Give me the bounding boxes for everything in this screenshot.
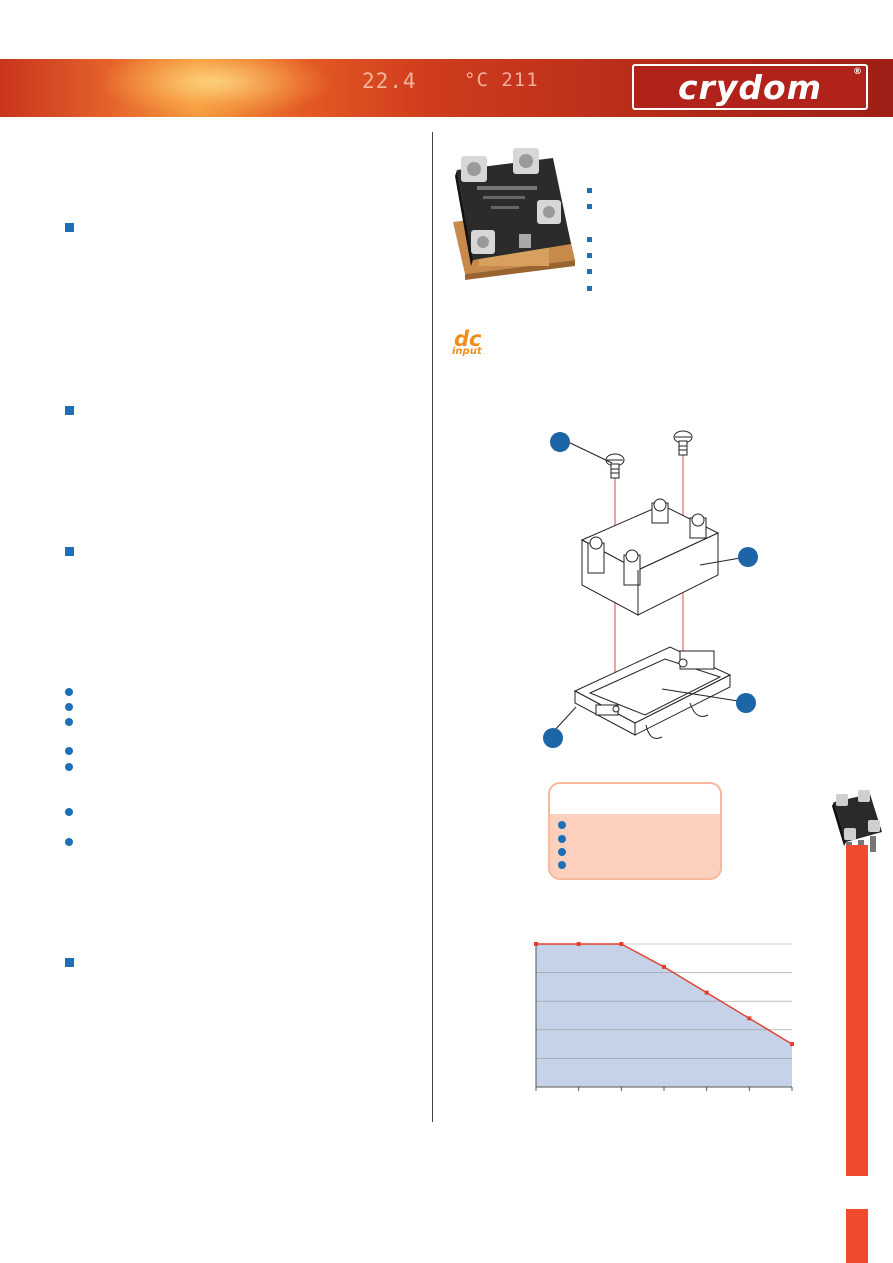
feature-bullet <box>587 237 592 242</box>
list-bullet <box>65 763 73 771</box>
side-accent-bar <box>846 845 868 1176</box>
banner-display-left: 22.4 <box>362 69 417 93</box>
chart-data-point <box>576 942 581 946</box>
info-box-header <box>550 784 720 814</box>
din-rail-assembly-diagram <box>553 430 747 739</box>
section-bullet-2 <box>65 406 74 415</box>
feature-bullet <box>587 204 592 209</box>
dc-input-icon: dc input <box>446 329 506 361</box>
dc-input-icon-word1: dc <box>454 327 482 351</box>
page-number-tab <box>846 1209 868 1263</box>
derating-chart <box>534 942 794 1091</box>
info-bullet <box>558 835 566 843</box>
feature-bullet <box>587 269 592 274</box>
header-banner: 22.4 °C 211 crydom ® <box>0 59 893 117</box>
section-bullet-4 <box>65 958 74 967</box>
dc-input-icon-word2: input <box>452 346 482 357</box>
chart-data-point <box>747 1016 752 1021</box>
chart-area-fill <box>536 944 792 1087</box>
list-bullet <box>65 688 73 696</box>
relay-housing <box>580 498 747 616</box>
side-product-thumbnail <box>832 790 882 856</box>
banner-flame-glow <box>100 59 330 117</box>
chart-data-point <box>534 942 538 946</box>
chart-data-point <box>662 964 666 969</box>
info-bullet <box>558 821 566 829</box>
section-bullet-1 <box>65 223 74 232</box>
chart-data-point <box>790 1042 794 1047</box>
logo-registered-mark: ® <box>853 67 863 77</box>
callout-badge-1 <box>550 432 570 452</box>
din-adapter-plate <box>553 646 739 739</box>
list-bullet <box>65 747 73 755</box>
list-bullet <box>65 838 73 846</box>
feature-bullet <box>587 286 592 291</box>
logo-text: crydom <box>677 67 823 107</box>
callout-badge-2 <box>738 547 758 567</box>
info-box <box>548 782 722 880</box>
feature-bullet <box>587 188 592 193</box>
list-bullet <box>65 703 73 711</box>
list-bullet <box>65 808 73 816</box>
callout-badge-3 <box>736 693 756 713</box>
banner-display-right: °C 211 <box>464 69 539 91</box>
callout-badge-4 <box>543 728 563 748</box>
column-divider <box>432 132 433 1122</box>
info-bullet <box>558 861 566 869</box>
crydom-logo: crydom ® <box>632 64 868 110</box>
feature-bullet <box>587 253 592 258</box>
relay-product-photo <box>453 148 575 280</box>
screw-left <box>605 453 625 479</box>
section-bullet-3 <box>65 547 74 556</box>
info-bullet <box>558 848 566 856</box>
list-bullet <box>65 718 73 726</box>
screw-right <box>673 430 693 456</box>
chart-data-point <box>619 942 624 946</box>
chart-data-point <box>704 990 709 995</box>
